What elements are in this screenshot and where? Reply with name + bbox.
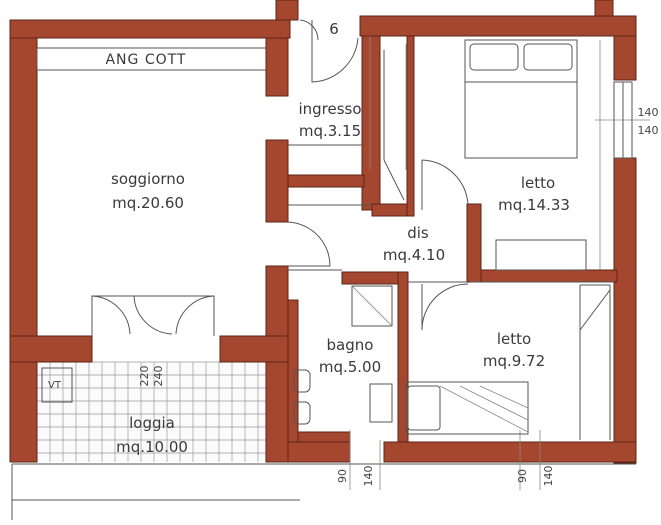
doors xyxy=(91,19,611,440)
dim-window-top: 140 xyxy=(638,106,659,119)
label-bagno-area: mq.5.00 xyxy=(319,358,381,376)
label-letto-2-area: mq.9.72 xyxy=(483,352,545,370)
label-letto-2: letto xyxy=(497,330,531,348)
dimension-labels: 140 140 220 240 90 140 90 140 xyxy=(138,106,659,487)
dim-bottom-left-b: 140 xyxy=(362,466,375,487)
walls xyxy=(9,0,637,464)
label-number: 6 xyxy=(329,20,339,38)
dim-bottom-right-b: 140 xyxy=(542,466,555,487)
label-ingresso: ingresso xyxy=(298,100,361,118)
label-letto-1: letto xyxy=(521,174,555,192)
label-soggiorno-area: mq.20.60 xyxy=(112,194,184,212)
label-dis-area: mq.4.10 xyxy=(383,246,445,264)
dim-bottom-left-a: 90 xyxy=(336,469,349,483)
label-letto-1-area: mq.14.33 xyxy=(498,196,570,214)
label-ang-cott: ANG COTT xyxy=(105,52,186,68)
label-ingresso-area: mq.3.15 xyxy=(299,122,361,140)
room-labels: 6 ANG COTT ingresso mq.3.15 soggiorno mq… xyxy=(48,20,570,456)
loggia-tiles xyxy=(36,361,267,462)
plan-lines xyxy=(11,36,650,520)
dim-bottom-right-a: 90 xyxy=(516,469,529,483)
dim-loggia-a: 220 xyxy=(138,366,151,387)
label-dis: dis xyxy=(407,224,429,242)
label-soggiorno: soggiorno xyxy=(111,170,185,188)
label-loggia: loggia xyxy=(129,414,175,432)
dim-loggia-b: 240 xyxy=(152,366,165,387)
label-vt: VT xyxy=(48,380,62,391)
dim-window-bottom: 140 xyxy=(638,124,659,137)
label-bagno: bagno xyxy=(327,336,374,354)
label-loggia-area: mq.10.00 xyxy=(116,438,188,456)
furniture xyxy=(41,39,633,435)
